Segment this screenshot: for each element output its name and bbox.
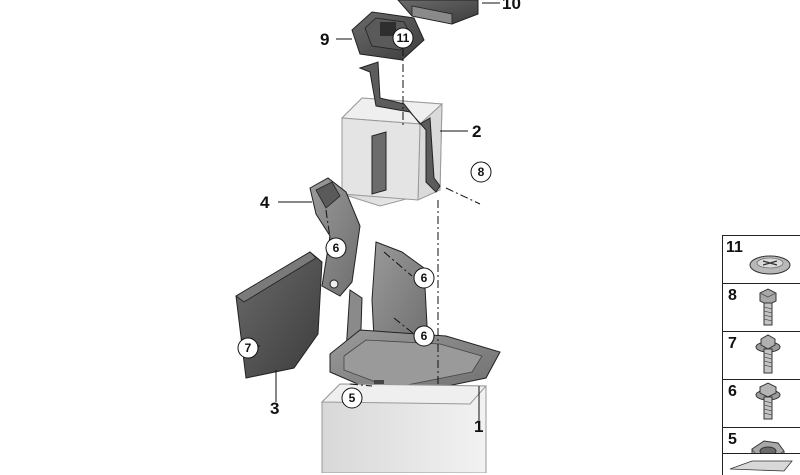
- svg-text:6: 6: [333, 241, 340, 255]
- callout-4: 4: [260, 193, 270, 212]
- circle-callout-6b: 6: [414, 268, 434, 288]
- callout-2: 2: [472, 122, 481, 141]
- circle-callout-7: 7: [238, 338, 258, 358]
- part-1-battery-tray: [330, 242, 500, 398]
- svg-text:8: 8: [478, 165, 485, 179]
- part-2-battery: [342, 62, 442, 206]
- callout-10: 10: [502, 0, 521, 13]
- circle-callout-5: 5: [342, 388, 362, 408]
- svg-text:11: 11: [397, 31, 410, 45]
- circle-callout-6c: 6: [414, 326, 434, 346]
- legend-8-number: 8: [728, 287, 737, 304]
- legend-5-number: 5: [728, 431, 737, 448]
- part-3-cover-plate: [236, 252, 322, 378]
- legend-panel: 11 8 7 6 5: [722, 235, 800, 475]
- clip-icon: [750, 256, 790, 274]
- circle-callout-8: 8: [471, 162, 491, 182]
- svg-text:6: 6: [421, 329, 428, 343]
- callout-3: 3: [270, 399, 279, 418]
- legend-7-number: 7: [728, 335, 737, 352]
- circle-callout-6a: 6: [326, 238, 346, 258]
- legend-6-number: 6: [728, 383, 737, 400]
- callout-9: 9: [320, 30, 329, 49]
- next-page-arrow[interactable]: [722, 453, 800, 473]
- circle-callout-11: 11: [393, 28, 413, 48]
- svg-text:5: 5: [349, 391, 356, 405]
- callout-1: 1: [474, 417, 483, 436]
- svg-text:7: 7: [245, 341, 252, 355]
- legend-11-number: 11: [726, 239, 743, 256]
- svg-text:6: 6: [421, 271, 428, 285]
